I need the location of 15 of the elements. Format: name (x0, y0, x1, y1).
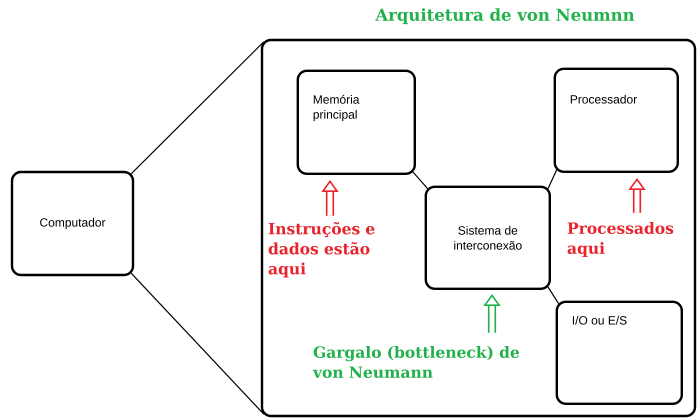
annotation-text: Gargalo (bottleneck) de von Neumann (312, 346, 520, 378)
component-box: Sistema de interconexão (424, 186, 551, 290)
connector-line (547, 170, 558, 189)
annotation-text: Instruções e dados estão aqui (268, 222, 375, 278)
component-box: I/O ou E/S (556, 300, 683, 405)
connector-line (548, 286, 560, 304)
component-box: Memória principal (296, 70, 416, 175)
frame-box (260, 38, 696, 418)
connector-line (130, 41, 264, 174)
connector-line (412, 172, 428, 189)
component-box: Processador (554, 68, 679, 173)
title: Arquitetura de von Neumnn (375, 8, 634, 24)
component-box: Computador (10, 170, 134, 276)
annotation-text: Processados aqui (568, 222, 674, 257)
connector-line (130, 272, 264, 415)
